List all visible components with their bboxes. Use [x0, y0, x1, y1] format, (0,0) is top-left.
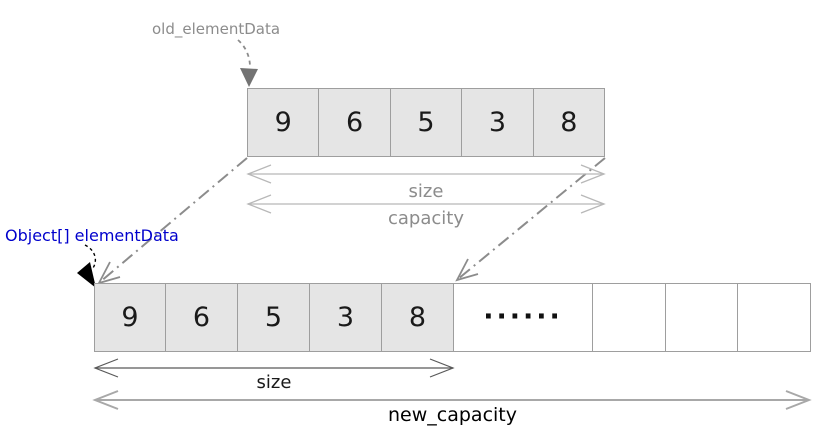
array-cell-ellipsis: ......	[454, 283, 593, 352]
new-pointer-arrow	[84, 244, 97, 269]
array-cell: 8	[533, 88, 606, 157]
new-size-label: size	[256, 372, 292, 393]
elementdata-label: Object[] elementData	[5, 226, 179, 245]
old-pointer-arrowhead-icon	[240, 68, 258, 87]
copy-connector-left	[99, 157, 248, 283]
array-cell: 3	[462, 88, 534, 157]
old-elementdata-label: old_elementData	[152, 20, 281, 38]
array-cell-empty	[593, 283, 666, 352]
old-array: 9 6 5 3 8	[247, 88, 606, 157]
array-cell: 5	[238, 283, 310, 352]
new-array: 9 6 5 3 8 ......	[94, 283, 812, 352]
array-cell: 6	[319, 88, 391, 157]
array-cell: 6	[166, 283, 238, 352]
array-cell: 8	[382, 283, 454, 352]
old-pointer-arrow	[237, 39, 251, 68]
old-capacity-label: capacity	[388, 208, 464, 229]
array-cell-empty	[738, 283, 812, 352]
copy-connector-right-arrowhead-icon	[455, 258, 479, 282]
array-cell: 5	[390, 88, 463, 157]
new-capacity-label: new_capacity	[388, 404, 517, 426]
array-cell: 3	[310, 283, 382, 352]
copy-connector-left-arrowhead-icon	[97, 261, 121, 285]
old-size-label: size	[408, 181, 444, 202]
array-cell: 9	[94, 283, 166, 352]
ellipsis-text: ......	[483, 294, 563, 326]
array-cell: 9	[247, 88, 320, 157]
array-cell-empty	[665, 283, 739, 352]
